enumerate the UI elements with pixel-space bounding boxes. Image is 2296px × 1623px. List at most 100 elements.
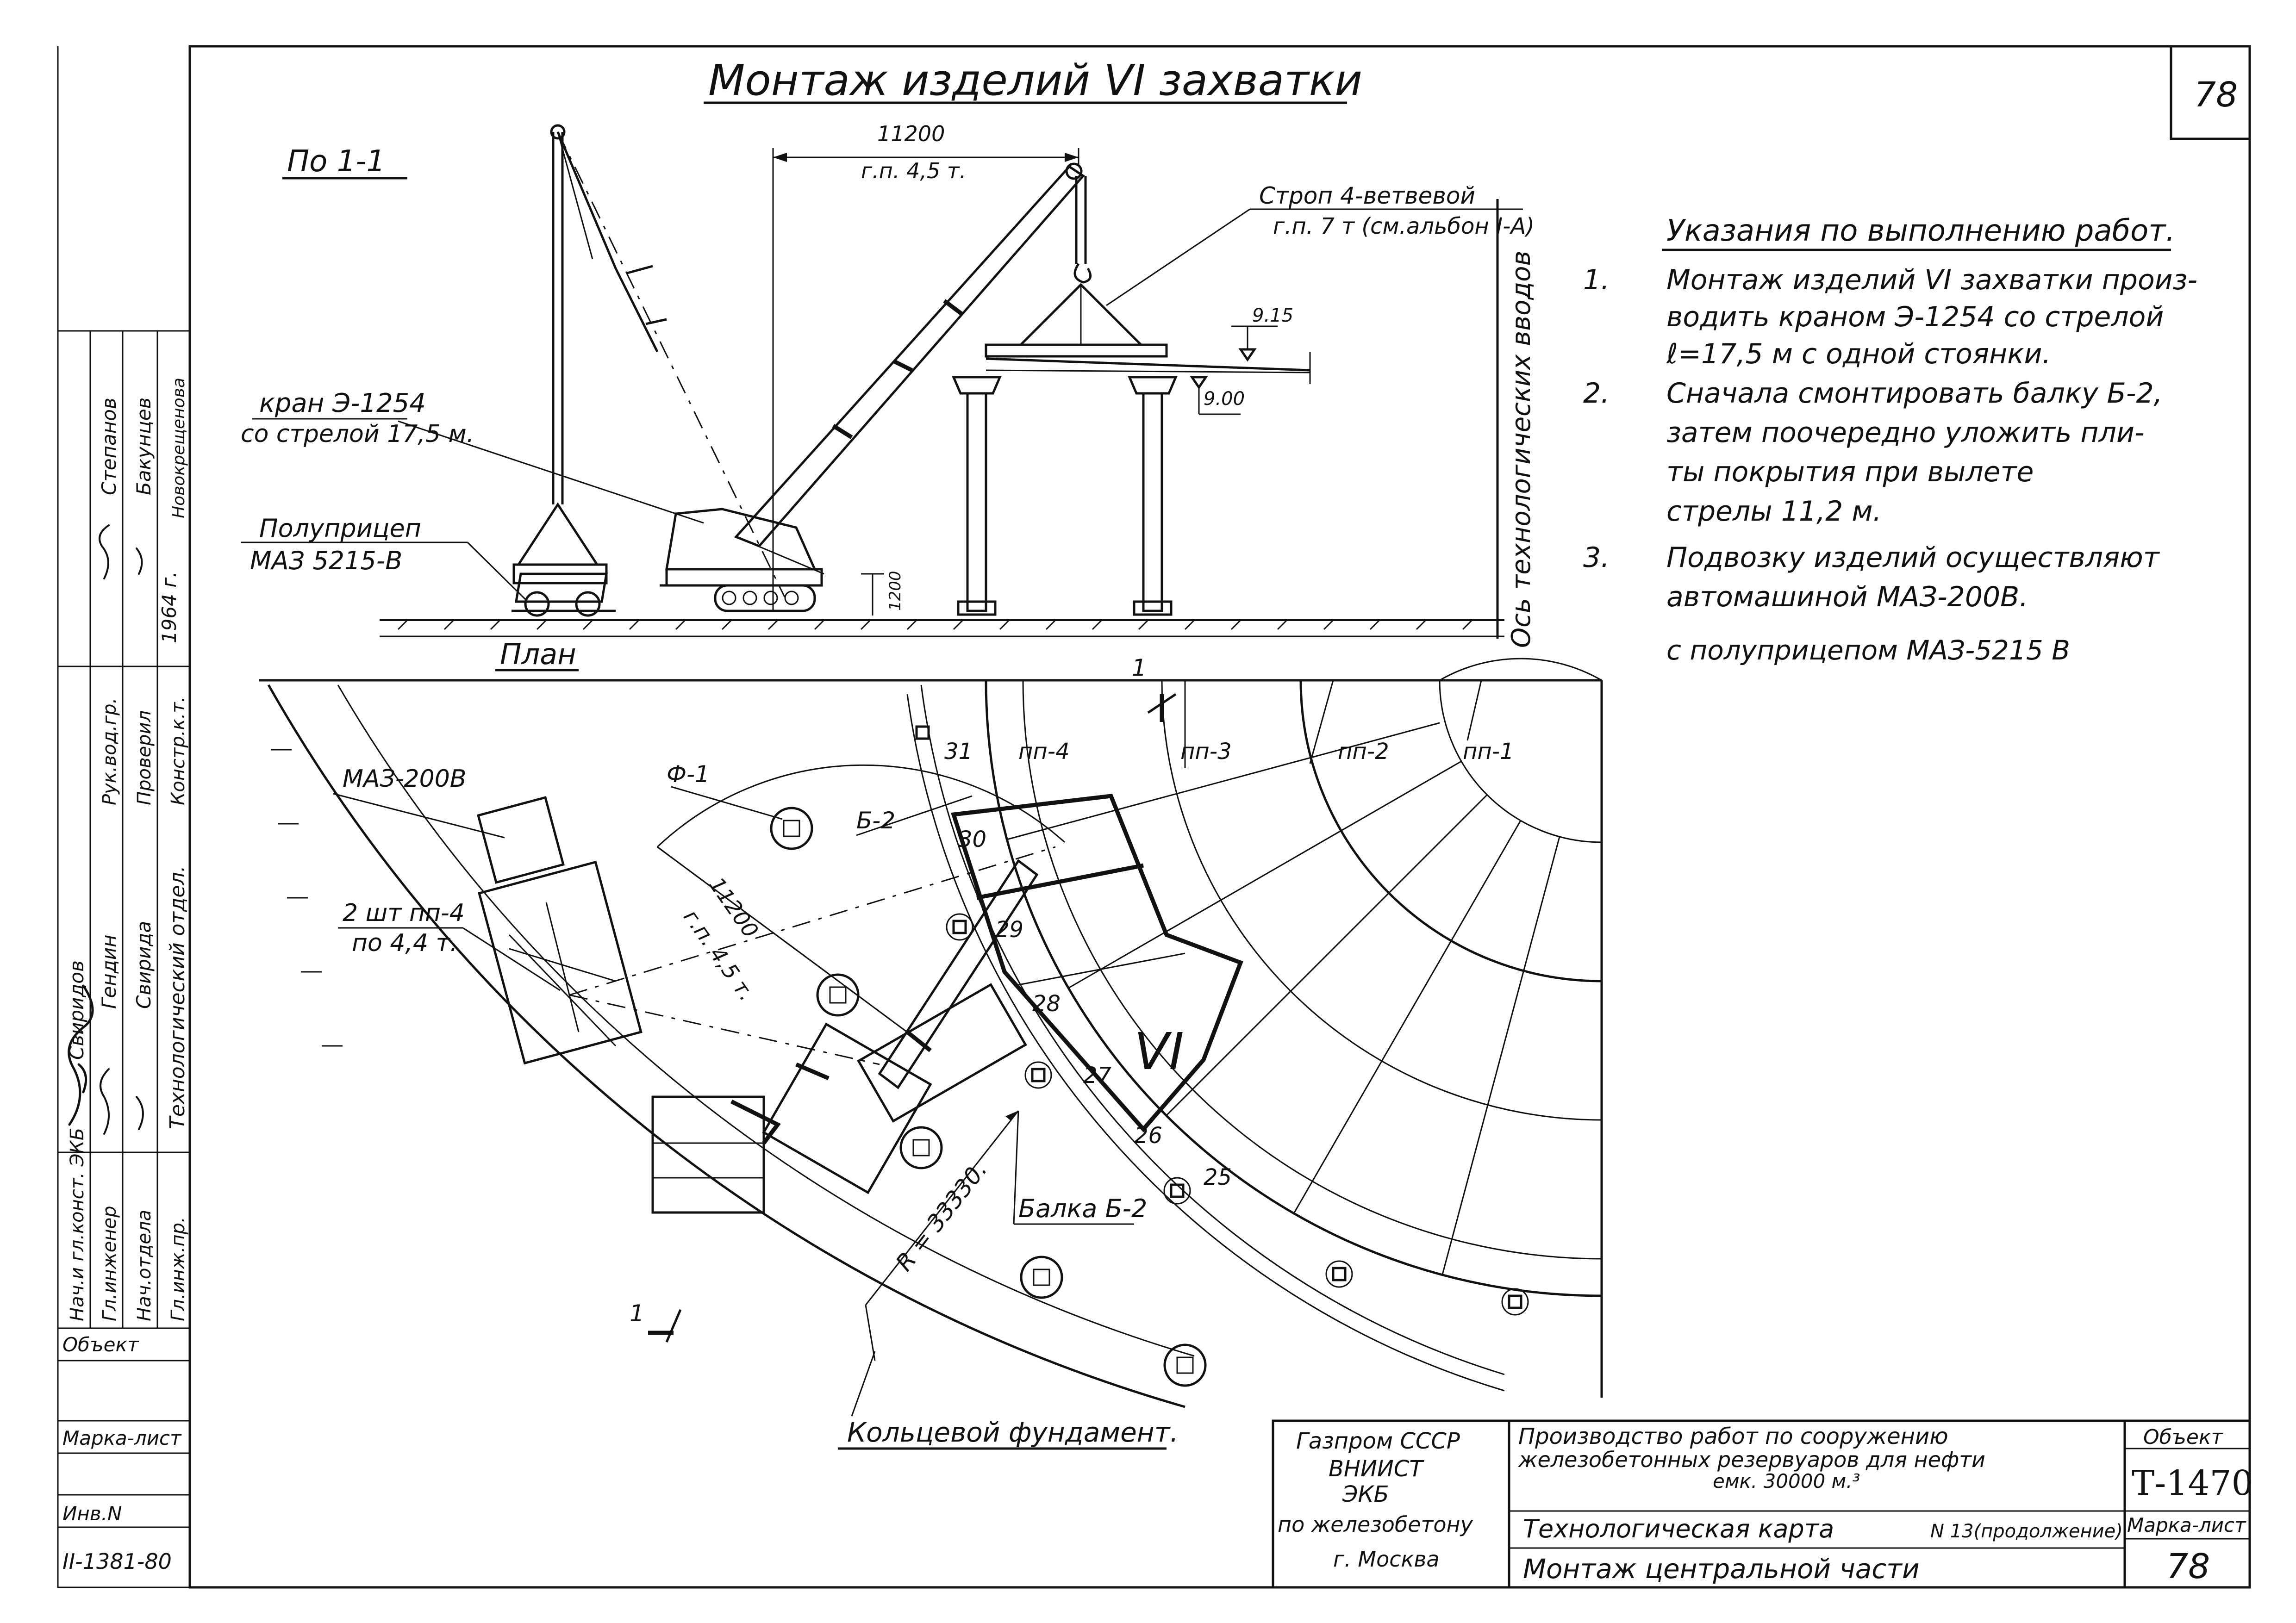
foundation-pads xyxy=(770,807,1207,1387)
section-mark-top: 1 xyxy=(1132,654,1147,681)
stamp-name-4: Степанов xyxy=(98,398,120,495)
project-line-3: емк. 30000 м.³ xyxy=(1713,1470,1860,1492)
elevation-lower: 9.00 xyxy=(1204,388,1245,410)
stamp-role-7: Констр.к.т. xyxy=(168,696,189,805)
instruction-3-line-1: Подвозку изделий осуществляют xyxy=(1666,541,2160,574)
semitrailer-elevation xyxy=(512,124,616,617)
signature-4 xyxy=(99,524,110,579)
object-label: Объект xyxy=(2143,1425,2224,1449)
ring-foundation-arc xyxy=(920,684,1505,1375)
height-dim-value: 1200 xyxy=(886,571,905,611)
beam-label: Балка Б-2 xyxy=(1018,1194,1147,1223)
column-number-30: 30 xyxy=(958,827,986,852)
slab-label-pp1: пп-1 xyxy=(1463,739,1514,765)
plan-view: План xyxy=(259,637,1603,1450)
instruction-1-line-2: водить краном Э-1254 со стрелой xyxy=(1666,301,2164,333)
column-number-29: 29 xyxy=(995,917,1023,943)
axis-label: Ось технологических вводов xyxy=(1506,251,1536,648)
semitrailer-model: МАЗ 5215-В xyxy=(250,546,402,575)
truck-label: МАЗ-200В xyxy=(343,765,466,793)
column-number-26: 26 xyxy=(1134,1123,1162,1149)
slab-label-pp3: пп-3 xyxy=(1180,739,1232,765)
instruction-2-num: 2. xyxy=(1583,377,1610,410)
stamp-object-label: Объект xyxy=(62,1333,139,1356)
sheet-number-box xyxy=(2170,45,2251,140)
left-stamp: Нач.и гл.конст. ЭКБ Гл.инженер Нач.отдел… xyxy=(57,330,191,1588)
slab-label-pp2: пп-2 xyxy=(1338,739,1389,765)
card-number: N 13(продолжение) xyxy=(1930,1521,2123,1542)
plan-label: План xyxy=(500,637,576,671)
instruction-3-num: 3. xyxy=(1583,541,1610,574)
instructions-block: Указания по выполнению работ. 1. Монтаж … xyxy=(1583,214,2197,666)
signature-5 xyxy=(136,547,143,575)
mark-value: 78 xyxy=(2166,1547,2210,1586)
instruction-2-line-3: ты покрытия при вылете xyxy=(1666,456,2034,488)
cargo-weight: по 4,4 т. xyxy=(352,929,457,957)
column-number-31: 31 xyxy=(944,739,973,765)
elevation-marker-icon: 9.15 9.00 xyxy=(1190,305,1293,415)
section-label: По 1-1 xyxy=(287,144,385,179)
column-number-25: 25 xyxy=(1204,1164,1232,1190)
beam-ref-label: Б-2 xyxy=(856,807,895,834)
ring-columns xyxy=(915,725,1529,1316)
instruction-1-line-3: ℓ=17,5 м с одной стоянки. xyxy=(1666,338,2051,370)
column-number-27: 27 xyxy=(1083,1063,1112,1088)
stamp-inv-number: II-1381-80 xyxy=(62,1549,172,1574)
sling-capacity: г.п. 7 т (см.альбон I-А) xyxy=(1273,213,1535,239)
org-line-5: г. Москва xyxy=(1333,1547,1440,1572)
sling-label: Строп 4-ветвевой xyxy=(1259,182,1475,209)
instruction-3-line-2: автомашиной МАЗ-200В. xyxy=(1666,581,2028,613)
signature-2 xyxy=(100,1068,110,1135)
instruction-2-line-2: затем поочередно уложить пли- xyxy=(1666,417,2145,449)
section-view: По 1-1 xyxy=(241,121,1536,648)
radius-dimension: R = 33330. xyxy=(891,1156,992,1276)
boom-swing-position xyxy=(556,131,786,597)
stamp-inv-label: Инв.N xyxy=(62,1502,122,1525)
card-label: Технологическая карта xyxy=(1523,1514,1834,1543)
section-arrow-icon: 1 1 xyxy=(630,654,1177,1343)
slab-label-pp4: пп-4 xyxy=(1018,739,1070,765)
instructions-heading: Указания по выполнению работ. xyxy=(1666,214,2175,248)
foundation-label: Ф-1 xyxy=(667,761,710,788)
project-line-2: железобетонных резервуаров для нефти xyxy=(1518,1447,1985,1472)
object-value: Т-1470 xyxy=(2132,1463,2253,1503)
instruction-1-num: 1. xyxy=(1583,264,1610,296)
project-line-1: Производство работ по сооружению xyxy=(1518,1424,1948,1449)
semitrailer-label: Полуприцеп xyxy=(259,514,421,543)
drawing-title: Монтаж изделий VI захватки xyxy=(708,56,1362,105)
height-dimension: 1200 xyxy=(861,571,905,616)
stamp-name-2: Гендин xyxy=(98,935,120,1009)
org-line-2: ВНИИСТ xyxy=(1329,1456,1424,1482)
column-number-28: 28 xyxy=(1032,991,1061,1017)
instruction-3-line-3: с полуприцепом МАЗ-5215 В xyxy=(1666,634,2070,666)
org-line-1: Газпром СССР xyxy=(1296,1428,1460,1454)
stamp-role-6: Проверил xyxy=(134,710,155,805)
ring-foundation-label: Кольцевой фундамент. xyxy=(847,1417,1179,1448)
sheet-number-top: 78 xyxy=(2194,75,2238,115)
crane-label: кран Э-1254 xyxy=(259,388,426,418)
instruction-1-line-1: Монтаж изделий VI захватки произ- xyxy=(1666,264,2197,296)
section-reach-capacity: г.п. 4,5 т. xyxy=(861,158,966,183)
instruction-2-line-1: Сначала смонтировать балку Б-2, xyxy=(1666,377,2163,410)
reach-dimension: 11200 г.п. 4,5 т. xyxy=(772,121,1079,611)
mark-label: Марка-лист xyxy=(2127,1514,2246,1536)
columns-elevation xyxy=(952,352,1311,616)
section-reach: 11200 xyxy=(877,121,945,146)
org-line-3: ЭКБ xyxy=(1342,1481,1389,1507)
crane-e1254 xyxy=(660,162,1092,612)
signature-3 xyxy=(136,1096,144,1130)
stamp-year: 1964 г. xyxy=(158,571,181,643)
ground-hatch xyxy=(380,619,1504,637)
stamp-role-2: Гл.инженер xyxy=(99,1206,120,1321)
crane-plan xyxy=(651,859,1039,1214)
elevation-upper: 9.15 xyxy=(1252,305,1293,326)
stamp-name-6: Новокрещенова xyxy=(169,378,188,518)
zone-label: VI xyxy=(1134,1022,1184,1081)
section-mark-bottom: 1 xyxy=(630,1300,644,1327)
stamp-name-5: Бакунцев xyxy=(132,398,155,495)
cargo-label: 2 шт пп-4 xyxy=(343,899,465,927)
stamp-role-3: Нач.отдела xyxy=(134,1210,155,1321)
stamp-mark-label: Марка-лист xyxy=(62,1427,182,1449)
slab-fan xyxy=(951,658,1603,1297)
stamp-role-4: Гл.инж.пр. xyxy=(168,1217,189,1321)
